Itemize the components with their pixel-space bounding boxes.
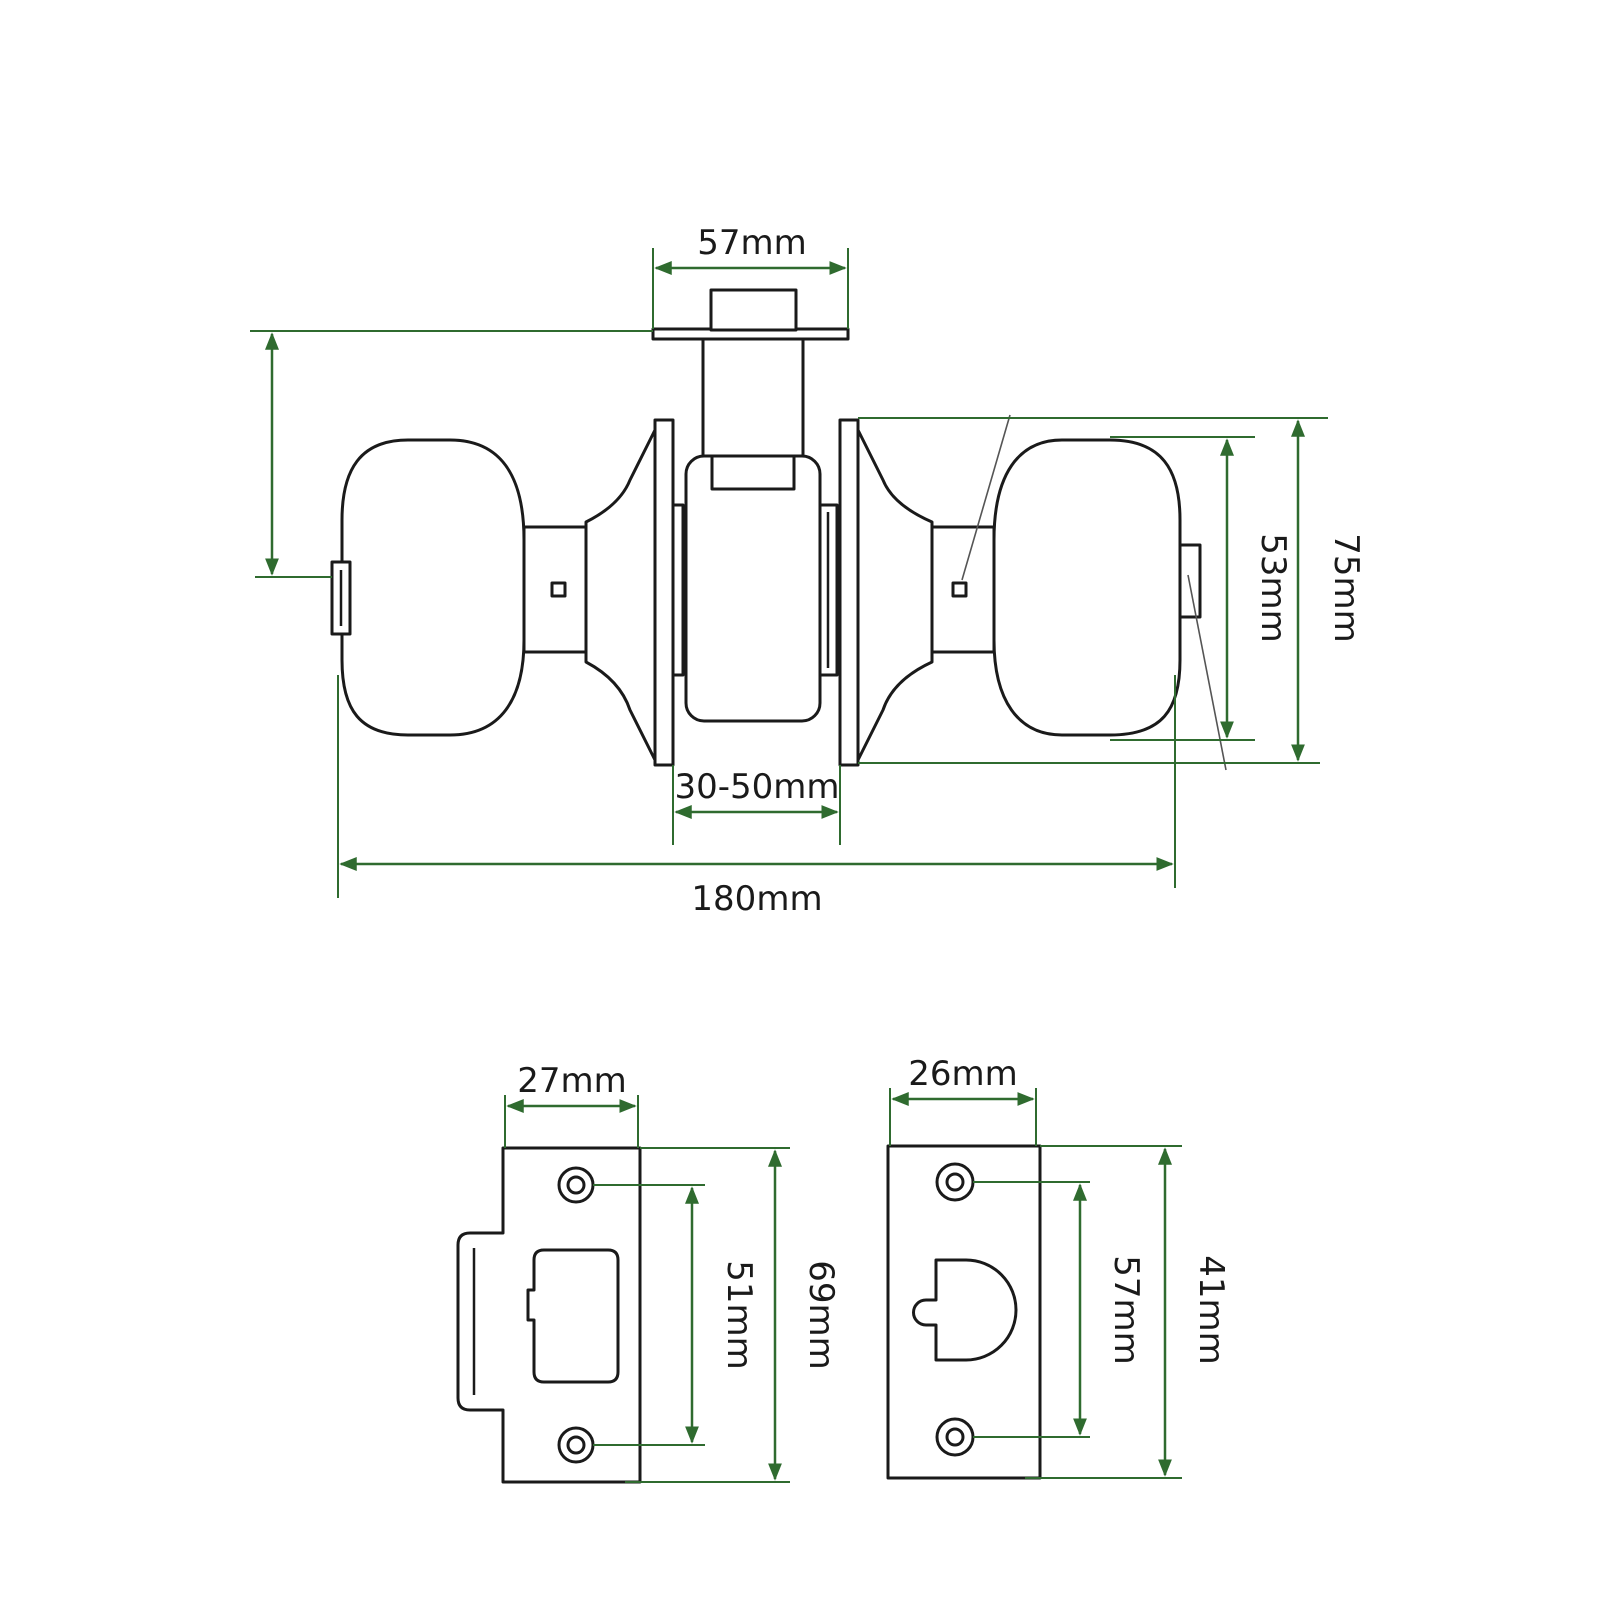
left-neck-release-hole	[550, 581, 567, 598]
label-knob-diameter: 53mm	[1253, 533, 1293, 643]
faceplate-latch-opening	[526, 1248, 620, 1384]
label-rose-diameter: 75mm	[1326, 533, 1366, 643]
right-rose-plate	[838, 418, 860, 767]
latch-faceplate-dimensions: 27mm 51mm 69mm	[504, 1061, 841, 1483]
left-knob	[340, 438, 526, 737]
strike-plate-drawing	[886, 1144, 1042, 1480]
label-faceplate-width: 27mm	[517, 1061, 627, 1101]
strike-top-screw-inner	[945, 1172, 965, 1192]
right-knob-push-button	[1178, 543, 1202, 619]
right-neck-release-hole	[951, 581, 968, 598]
lockset-dimensions: 57mm 30-50mm 180mm 53mm 75mm	[250, 223, 1366, 919]
faceplate-bottom-screw-inner	[566, 1435, 586, 1455]
latch-tube	[701, 337, 805, 461]
leader-line-button	[1187, 574, 1227, 771]
leader-line-neck	[961, 414, 1011, 581]
left-rose	[584, 428, 657, 762]
label-faceplate-holes: 51mm	[719, 1260, 759, 1370]
label-backset: 57mm	[697, 223, 807, 263]
label-strike-width: 26mm	[908, 1054, 1018, 1094]
lock-body	[684, 454, 822, 723]
label-strike-height: 41mm	[1191, 1255, 1231, 1365]
faceplate-top-screw-inner	[566, 1175, 586, 1195]
right-knob	[992, 438, 1182, 737]
lock-body-latch-slot	[710, 454, 796, 491]
left-spacer	[671, 503, 685, 677]
strike-bottom-screw-inner	[945, 1427, 965, 1447]
left-rose-plate	[653, 418, 675, 767]
latch-bolt-head	[709, 288, 798, 332]
right-rose	[856, 428, 934, 762]
label-faceplate-height: 69mm	[801, 1260, 841, 1370]
strike-plate-dimensions: 26mm 57mm 41mm	[889, 1054, 1231, 1479]
strike-latch-opening	[912, 1258, 1018, 1362]
lockset-drawing	[330, 288, 1227, 771]
label-total-length: 180mm	[691, 879, 822, 919]
latch-faceplate-drawing	[456, 1146, 642, 1484]
label-strike-holes: 57mm	[1106, 1255, 1146, 1365]
label-door-thickness: 30-50mm	[674, 767, 839, 807]
